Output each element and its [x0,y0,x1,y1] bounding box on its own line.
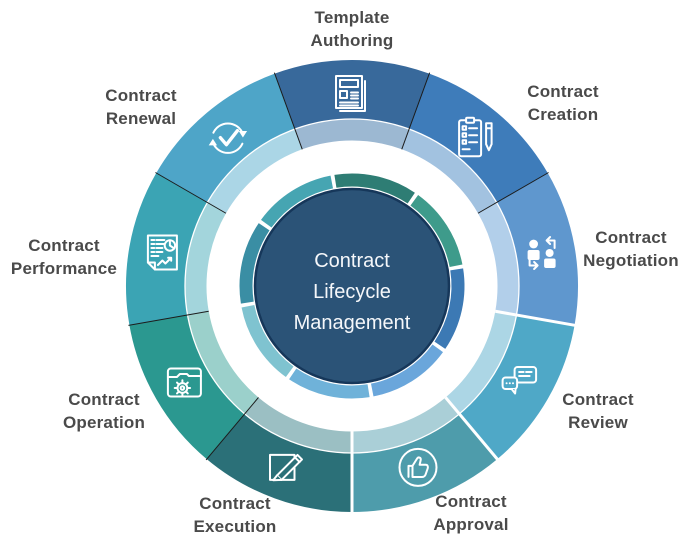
segment-label-line: Performance [10,259,118,278]
segment-label-line: Renewal [105,109,177,128]
segment-label-contract-negotiation: Contract Negotiation [556,226,693,272]
center-title-line: Contract [314,249,390,272]
segment-divider [444,396,500,461]
segment-divider [205,397,259,461]
inner-ring-arc [239,223,270,304]
segment-label-contract-execution: Contract Execution [155,492,315,538]
segment-label-line: Contract [105,86,177,105]
segment-divider [273,72,303,150]
segment-divider [155,172,227,214]
band-arc-contract-review [445,311,517,414]
segment-label-contract-renewal: Contract Renewal [61,84,221,130]
inner-ring-arc [410,194,463,268]
segment-label-contract-creation: Contract Creation [488,80,638,126]
band-arc-template-authoring [294,118,410,150]
band-arc-contract-negotiation [478,202,519,315]
segment-divider [128,310,209,326]
band-arc-contract-performance [185,202,226,315]
segment-label-contract-performance: Contract Performance [0,234,149,280]
report-chart-icon [146,234,178,271]
inner-ring-arc [241,304,294,378]
inner-ring-arc [334,173,415,204]
segment-label-line: Negotiation [583,251,679,270]
band-arc-contract-creation [401,129,497,214]
segment-arc-contract-negotiation [496,173,579,326]
segment-divider [477,172,549,214]
chat-bubbles-icon [501,366,538,395]
segment-label-line: Contract [68,390,140,409]
center-title: Contract Lifecycle Management [252,245,452,339]
segment-label-contract-review: Contract Review [523,388,673,434]
sync-check-icon [208,122,248,154]
people-exchange-icon [527,236,556,270]
segment-label-line: Authoring [310,31,394,50]
folder-gear-icon [166,367,202,398]
segment-arc-contract-renewal [156,73,295,203]
segment-label-line: Creation [527,105,599,124]
inner-ring-arc [260,175,334,228]
thumbs-up-icon [398,447,438,487]
band-arc-contract-operation [187,311,259,414]
segment-label-contract-approval: Contract Approval [391,490,551,536]
pencil-paper-icon [269,453,303,482]
segment-label-line: Contract [28,236,100,255]
segment-label-line: Contract [562,390,634,409]
segment-label-contract-operation: Contract Operation [24,388,184,434]
inner-ring-arc [289,368,370,399]
band-arc-contract-execution [244,397,352,453]
segment-label-line: Contract [199,494,271,513]
segment-label-line: Operation [62,413,146,432]
band-arc-contract-approval [352,397,460,453]
segment-label-line: Execution [193,517,277,536]
segment-divider [495,309,576,327]
segment-arc-contract-creation [409,73,548,203]
segment-label-line: Review [568,413,628,432]
band-arc-contract-renewal [207,129,303,214]
newspaper-icon [335,75,366,112]
segment-label-line: Contract [527,82,599,101]
segment-label-line: Contract [435,492,507,511]
segment-divider [401,72,431,150]
center-title-line: Lifecycle [313,280,391,303]
center-title-line: Management [293,311,411,334]
segment-arc-contract-approval [352,413,498,512]
inner-ring-arc [370,344,444,397]
inner-ring-arc [434,268,465,349]
center-circle [253,187,451,385]
segment-arc-contract-execution [206,413,352,512]
segment-label-template-authoring: Template Authoring [267,6,437,52]
segment-label-line: Approval [433,515,509,534]
segment-label-line: Template [314,8,390,27]
clipboard-pen-icon [458,116,493,158]
segment-label-line: Contract [595,228,667,247]
